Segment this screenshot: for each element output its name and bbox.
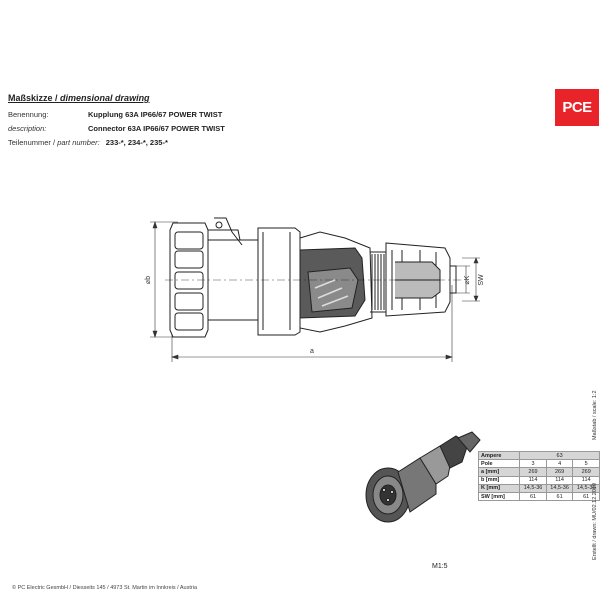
table-cell: 14,5-36 (519, 483, 547, 493)
title-de: Maßskizze (8, 93, 53, 103)
dimension-a (171, 285, 453, 362)
table-row: Pole 3 4 5 (477, 459, 600, 469)
description-label: description: (8, 124, 47, 133)
partno-value: 233-*, 234-*, 235-* (105, 138, 168, 147)
logo-text: PCE (562, 99, 592, 116)
table-cell: 114 (519, 475, 547, 485)
description-row: description: Connector 63A IP66/67 POWER … (8, 124, 225, 134)
dimension-table: Ampere 63 Pole 3 4 5 a [mm] 269 269 269 … (477, 450, 600, 502)
naming-value: Kupplung 63A IP66/67 POWER TWIST (88, 110, 223, 119)
table-row-label: b [mm] (477, 475, 521, 485)
table-cell: 269 (572, 467, 600, 477)
naming-row: Benennung: Kupplung 63A IP66/67 POWER TWI… (8, 110, 222, 120)
table-cell: 269 (545, 467, 574, 477)
side-drawn-text: Erstellt / drawn: MU/02.12.2019 (592, 482, 598, 560)
table-cell: 5 (572, 459, 600, 469)
table-cell: 14,5-36 (545, 483, 574, 493)
table-cell: 4 (545, 459, 574, 469)
table-row: K [mm] 14,5-36 14,5-36 14,5-36 (477, 483, 600, 493)
table-row-label: SW [mm] (477, 491, 521, 502)
table-row: SW [mm] 61 61 61 (477, 491, 600, 502)
table-row-label: a [mm] (477, 467, 521, 477)
dimension-b (150, 221, 178, 338)
dimension-k-label: ⌀K (464, 275, 471, 284)
title-en: dimensional drawing (60, 93, 150, 103)
partno-label-separator: / (50, 138, 58, 147)
description-value: Connector 63A IP66/67 POWER TWIST (88, 124, 225, 133)
partno-label-en: part number: (57, 138, 100, 147)
connector-isometric-view (365, 431, 481, 523)
side-scale-text: Maßstab / scale: 1:2 (592, 390, 598, 440)
table-row: b [mm] 114 114 114 (477, 475, 600, 485)
copyright-footer: © PC Electric GesmbH / Diesseits 145 / 4… (12, 585, 198, 591)
table-cell: 269 (519, 467, 547, 477)
table-row: a [mm] 269 269 269 (477, 467, 600, 477)
partno-label-de: Teilenummer (8, 138, 51, 147)
table-header-row: Ampere 63 (477, 450, 600, 461)
scale-label: M1:5 (432, 563, 448, 570)
naming-label: Benennung: (8, 110, 49, 119)
table-cell: 61 (572, 491, 600, 502)
dimension-sw-label: SW (478, 274, 485, 286)
table-header-value: 63 (519, 450, 600, 461)
table-cell: 3 (519, 459, 547, 469)
pce-logo: PCE (555, 89, 599, 126)
table-header-label: Ampere (477, 450, 521, 461)
table-cell: 61 (545, 491, 574, 502)
drawing-title: Maßskizze / dimensional drawing (8, 93, 150, 103)
table-cell: 61 (519, 491, 547, 502)
partno-row: Teilenummer / part number: 233-*, 234-*, … (8, 138, 168, 148)
dimension-b-label: ⌀b (145, 276, 152, 284)
connector-side-view (165, 217, 462, 338)
table-cell: 114 (545, 475, 574, 485)
table-row-label: Pole (477, 459, 521, 469)
dimension-a-label: a (310, 348, 314, 355)
table-row-label: K [mm] (477, 483, 521, 493)
title-separator: / (52, 93, 61, 103)
